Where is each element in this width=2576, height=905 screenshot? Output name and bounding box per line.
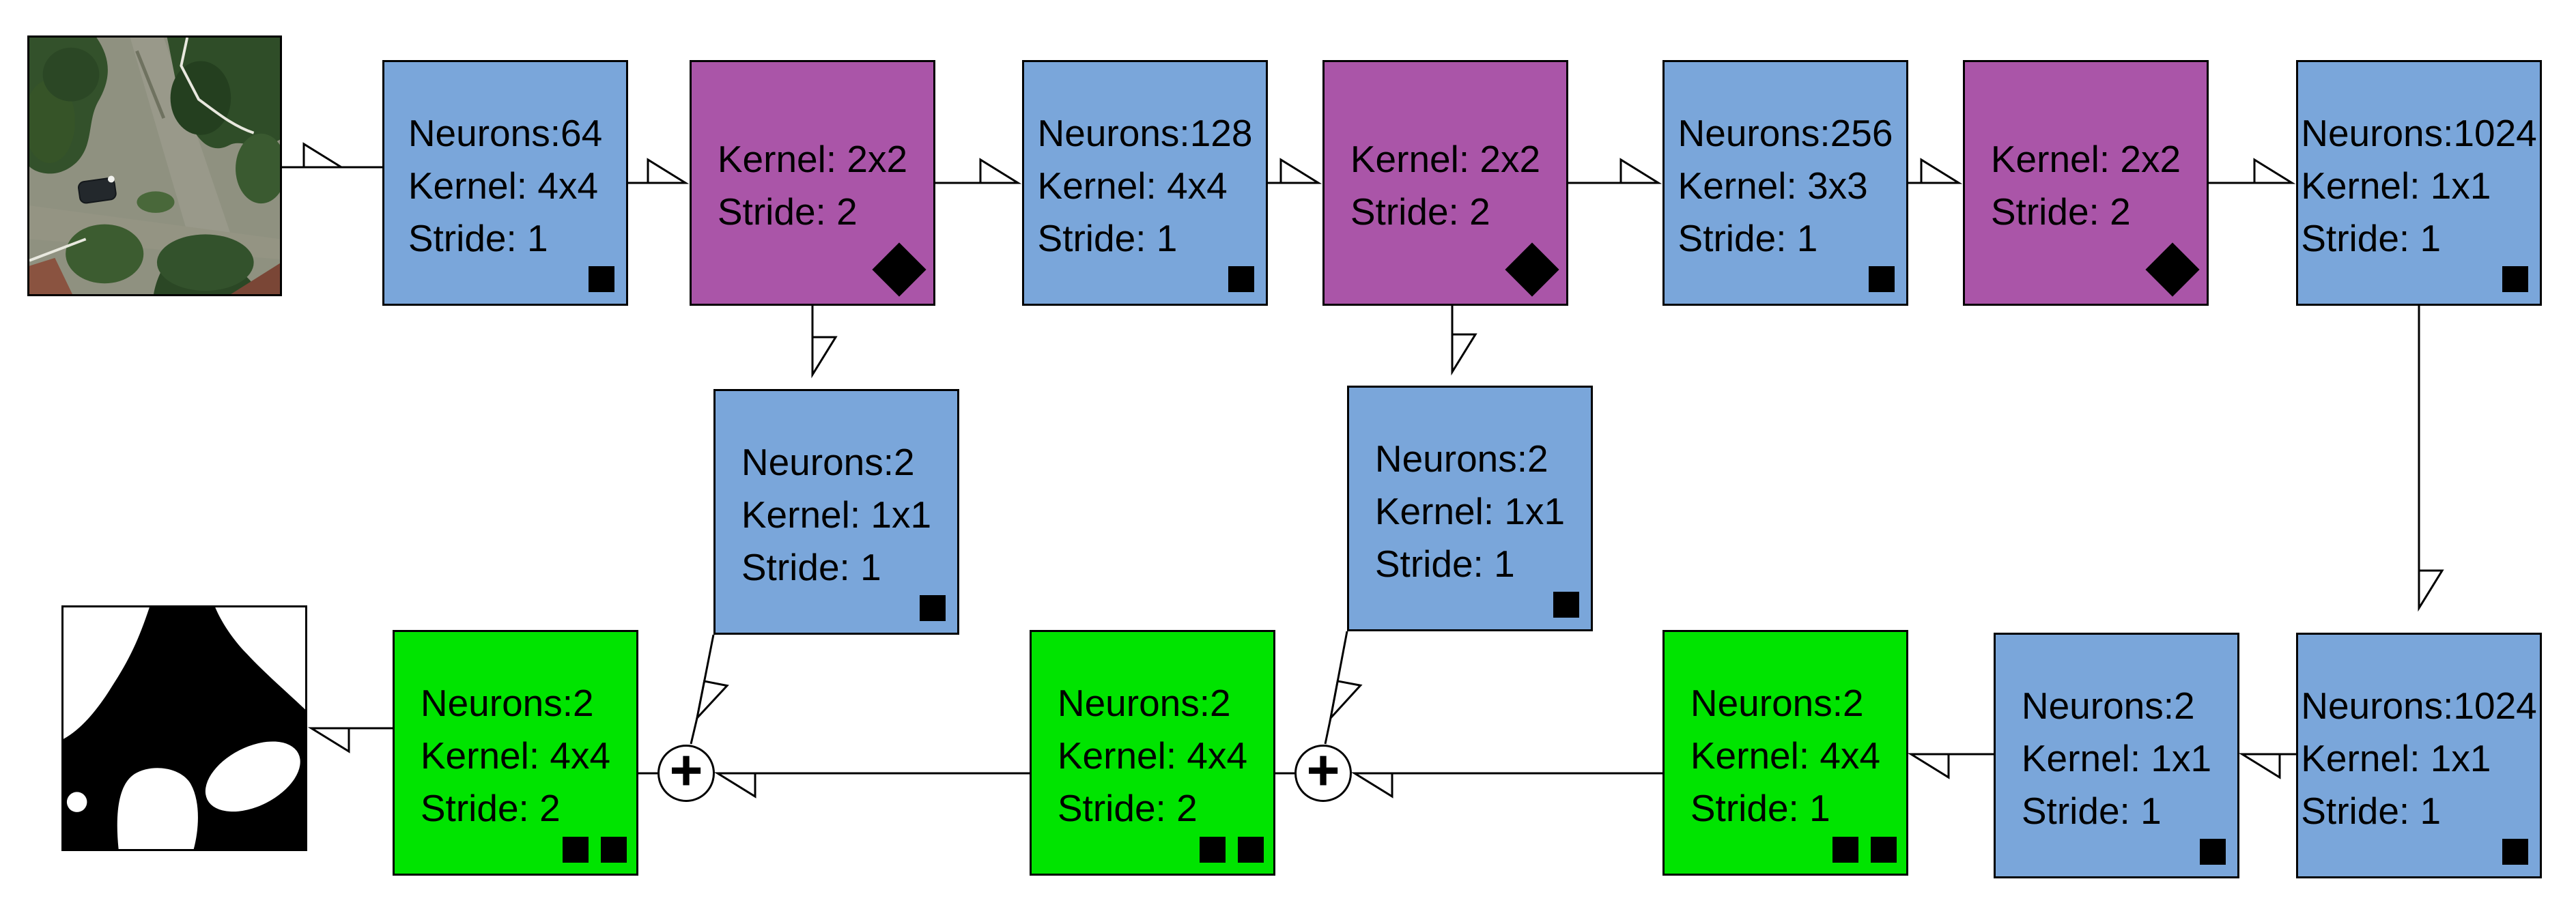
neurons-label: Neurons:1024 (2301, 684, 2537, 727)
layer-skip1-text: Neurons:2 Kernel: 1x1 Stride: 1 (741, 436, 931, 594)
layer-pool3-text: Kernel: 2x2 Stride: 2 (1991, 133, 2181, 238)
stride-label: Stride: 2 (1057, 786, 1198, 829)
stride-label: Stride: 1 (741, 545, 881, 588)
square-icon (2502, 266, 2528, 292)
neurons-label: Neurons:2 (1057, 681, 1231, 724)
stride-label: Stride: 1 (1678, 216, 1818, 259)
layer-score-text: Neurons:2 Kernel: 1x1 Stride: 1 (2022, 680, 2211, 837)
diamond-icon (872, 242, 926, 297)
kernel-label: Kernel: 4x4 (420, 734, 611, 777)
layer-conv3: Neurons:256 Kernel: 3x3 Stride: 1 (1662, 60, 1908, 306)
kernel-label: Kernel: 4x4 (1690, 734, 1881, 777)
layer-skip2: Neurons:2 Kernel: 1x1 Stride: 1 (1347, 386, 1593, 631)
kernel-label: Kernel: 2x2 (1990, 138, 2181, 180)
square-icon (1553, 592, 1579, 618)
layer-deconv2-text: Neurons:2 Kernel: 4x4 Stride: 2 (1058, 677, 1247, 835)
stride-label: Stride: 2 (1350, 190, 1490, 233)
layer-fc1024-text: Neurons:1024 Kernel: 1x1 Stride: 1 (2301, 680, 2537, 837)
kernel-label: Kernel: 1x1 (2301, 736, 2491, 779)
layer-deconv1-text: Neurons:2 Kernel: 4x4 Stride: 1 (1690, 677, 1880, 835)
diamond-icon (2145, 242, 2200, 297)
kernel-label: Kernel: 2x2 (1350, 138, 1541, 180)
layer-conv1: Neurons:64 Kernel: 4x4 Stride: 1 (382, 60, 628, 306)
layer-conv4: Neurons:1024 Kernel: 1x1 Stride: 1 (2296, 60, 2542, 306)
neurons-label: Neurons:1024 (2301, 111, 2537, 154)
layer-conv1-text: Neurons:64 Kernel: 4x4 Stride: 1 (408, 107, 602, 265)
layer-fc1024: Neurons:1024 Kernel: 1x1 Stride: 1 (2296, 633, 2542, 878)
plus-icon: + (669, 738, 703, 802)
arrow-skip2-to-sum2 (1329, 631, 1363, 721)
neurons-label: Neurons:2 (2021, 684, 2195, 727)
kernel-label: Kernel: 4x4 (408, 164, 599, 207)
layer-score: Neurons:2 Kernel: 1x1 Stride: 1 (1994, 633, 2239, 878)
kernel-label: Kernel: 4x4 (1057, 734, 1248, 777)
stride-label: Stride: 1 (2301, 789, 2441, 832)
kernel-label: Kernel: 1x1 (2301, 164, 2491, 207)
stride-label: Stride: 2 (717, 190, 858, 233)
layer-conv2-text: Neurons:128 Kernel: 4x4 Stride: 1 (1038, 107, 1253, 265)
stride-label: Stride: 1 (2301, 216, 2441, 259)
aerial-photo-illustration (29, 38, 280, 294)
layer-deconv3-text: Neurons:2 Kernel: 4x4 Stride: 2 (421, 677, 610, 835)
stride-label: Stride: 2 (1990, 190, 2131, 233)
neurons-label: Neurons:256 (1678, 111, 1893, 154)
stride-label: Stride: 1 (408, 216, 548, 259)
stride-label: Stride: 1 (1037, 216, 1178, 259)
layer-skip1: Neurons:2 Kernel: 1x1 Stride: 1 (713, 389, 959, 635)
neurons-label: Neurons:2 (1374, 437, 1548, 480)
layer-conv4-text: Neurons:1024 Kernel: 1x1 Stride: 1 (2301, 107, 2537, 265)
input-aerial-image (27, 35, 282, 296)
kernel-label: Kernel: 1x1 (2021, 736, 2212, 779)
layer-pool2: Kernel: 2x2 Stride: 2 (1322, 60, 1568, 306)
double-square-icon (1200, 837, 1264, 863)
segmentation-mask-illustration (63, 607, 305, 849)
plus-icon: + (1306, 738, 1340, 802)
neurons-label: Neurons:2 (1690, 681, 1864, 724)
neurons-label: Neurons:2 (741, 440, 915, 483)
layer-deconv3: Neurons:2 Kernel: 4x4 Stride: 2 (393, 630, 638, 876)
square-icon (1869, 266, 1895, 292)
square-icon (1228, 266, 1254, 292)
double-square-icon (563, 837, 627, 863)
stride-label: Stride: 1 (2021, 789, 2162, 832)
output-mask-image (61, 605, 307, 851)
square-icon (920, 595, 946, 621)
sum-node-1: + (657, 741, 715, 802)
neurons-label: Neurons:128 (1037, 111, 1253, 154)
layer-pool1-text: Kernel: 2x2 Stride: 2 (718, 133, 907, 238)
kernel-label: Kernel: 4x4 (1037, 164, 1228, 207)
stride-label: Stride: 2 (420, 786, 561, 829)
kernel-label: Kernel: 1x1 (1374, 489, 1566, 532)
kernel-label: Kernel: 2x2 (717, 138, 908, 180)
double-square-icon (1832, 837, 1897, 863)
arrow-skip1-to-sum1 (695, 634, 729, 721)
layer-pool3: Kernel: 2x2 Stride: 2 (1963, 60, 2209, 306)
stride-label: Stride: 1 (1690, 786, 1830, 829)
square-icon (2200, 839, 2226, 865)
sum-node-2: + (1294, 741, 1352, 802)
kernel-label: Kernel: 3x3 (1678, 164, 1868, 207)
square-icon (589, 266, 614, 292)
diamond-icon (1505, 242, 1559, 297)
neurons-label: Neurons:64 (408, 111, 603, 154)
layer-deconv2: Neurons:2 Kernel: 4x4 Stride: 2 (1030, 630, 1275, 876)
stride-label: Stride: 1 (1374, 542, 1515, 585)
square-icon (2502, 839, 2528, 865)
layer-deconv1: Neurons:2 Kernel: 4x4 Stride: 1 (1662, 630, 1908, 876)
layer-skip2-text: Neurons:2 Kernel: 1x1 Stride: 1 (1375, 433, 1565, 590)
layer-pool1: Kernel: 2x2 Stride: 2 (690, 60, 935, 306)
layer-conv3-text: Neurons:256 Kernel: 3x3 Stride: 1 (1678, 107, 1893, 265)
layer-pool2-text: Kernel: 2x2 Stride: 2 (1350, 133, 1540, 238)
neurons-label: Neurons:2 (420, 681, 594, 724)
kernel-label: Kernel: 1x1 (741, 493, 932, 536)
layer-conv2: Neurons:128 Kernel: 4x4 Stride: 1 (1022, 60, 1268, 306)
